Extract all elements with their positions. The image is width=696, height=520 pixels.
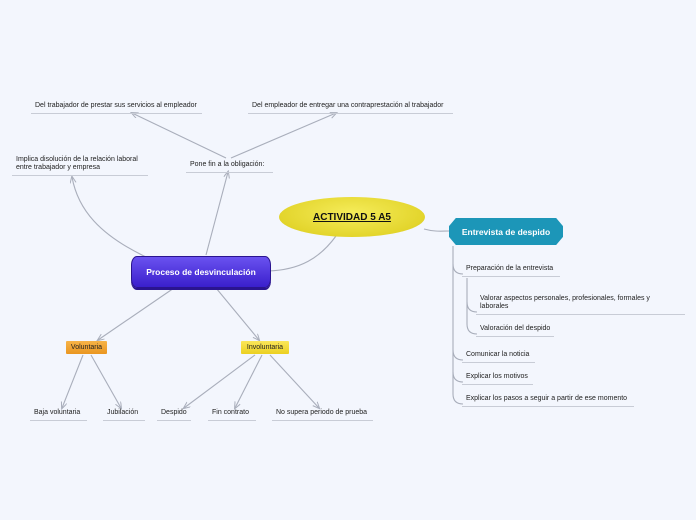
- empleador-underline: [248, 113, 453, 114]
- central-topic[interactable]: ACTIVIDAD 5 A5: [279, 197, 425, 237]
- entrevista-node[interactable]: Entrevista de despido: [449, 218, 563, 245]
- baja-voluntaria-underline: [30, 420, 87, 421]
- implica-underline: [12, 175, 148, 176]
- explicar-pasos-label[interactable]: Explicar los pasos a seguir a partir de …: [466, 395, 628, 402]
- proceso-title: Proceso de desvinculación: [146, 267, 256, 277]
- voluntaria-label: Voluntaria: [70, 344, 103, 351]
- valorar-underline: [476, 314, 685, 315]
- baja-voluntaria-label[interactable]: Baja voluntaria: [34, 409, 81, 416]
- trabajador-label[interactable]: Del trabajador de prestar sus servicios …: [35, 102, 197, 109]
- no-supera-underline: [272, 420, 373, 421]
- no-supera-label[interactable]: No supera periodo de prueba: [276, 409, 368, 416]
- central-title: ACTIVIDAD 5 A5: [313, 211, 391, 223]
- explicar-pasos-underline: [462, 406, 634, 407]
- preparacion-underline: [462, 276, 560, 277]
- involuntaria-label: Involuntaria: [246, 344, 284, 351]
- jubilacion-label[interactable]: Jubilación: [107, 409, 139, 416]
- entrevista-title: Entrevista de despido: [461, 226, 551, 237]
- fin-contrato-label[interactable]: Fin contrato: [212, 409, 249, 416]
- empleador-label[interactable]: Del empleador de entregar una contrapres…: [252, 102, 444, 109]
- valoracion-label[interactable]: Valoración del despido: [480, 325, 551, 332]
- comunicar-label[interactable]: Comunicar la noticia: [466, 351, 530, 358]
- despido-label[interactable]: Despido: [161, 409, 187, 416]
- trabajador-underline: [31, 113, 202, 114]
- preparacion-label[interactable]: Preparación de la entrevista: [466, 265, 554, 272]
- explicar-motivos-underline: [462, 384, 533, 385]
- fin-contrato-underline: [208, 420, 256, 421]
- valoracion-underline: [476, 336, 554, 337]
- pone-fin-label[interactable]: Pone fin a la obligación:: [190, 161, 265, 168]
- despido-underline: [157, 420, 191, 421]
- voluntaria-node[interactable]: Voluntaria: [66, 341, 107, 354]
- involuntaria-node[interactable]: Involuntaria: [241, 341, 289, 354]
- jubilacion-underline: [103, 420, 145, 421]
- valorar-label[interactable]: Valorar aspectos personales, profesional…: [480, 295, 650, 310]
- comunicar-underline: [462, 362, 535, 363]
- implica-label[interactable]: Implica disolución de la relación labora…: [16, 156, 138, 171]
- explicar-motivos-label[interactable]: Explicar los motivos: [466, 373, 528, 380]
- proceso-node[interactable]: Proceso de desvinculación: [131, 256, 271, 288]
- pone-fin-underline: [186, 172, 273, 173]
